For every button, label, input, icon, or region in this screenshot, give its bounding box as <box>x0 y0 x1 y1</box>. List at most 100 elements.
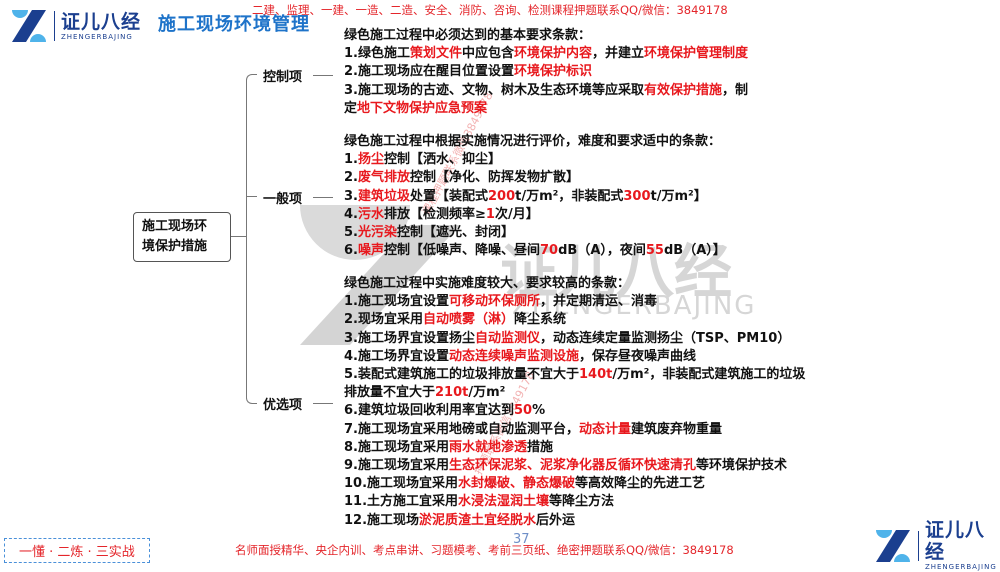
text-segment: ，动态连续定量监测扬尘（TSP、PM10） <box>540 330 791 346</box>
highlighted-text: 雨水就地渗透 <box>448 439 527 455</box>
highlighted-text: 生态环保泥浆、泥浆净化器反循环快速清孔 <box>448 458 696 474</box>
bottom-promo-banner: 名师面授精华、央企内训、考点串讲、习题模考、考前三页纸、绝密押题联系QQ/微信：… <box>235 543 734 557</box>
highlighted-text: 光污染 <box>357 225 397 241</box>
text-segment: 建筑废弃物重量 <box>631 421 723 437</box>
highlighted-text: 环境保护标识 <box>513 64 592 80</box>
highlighted-text: 有效保护措施 <box>643 82 722 98</box>
text-segment: 控制【遮光、封闭】 <box>397 225 515 241</box>
text-segment: dB（A），夜间 <box>558 243 646 259</box>
background-watermark: 证儿八经 ZHENGERBAJING <box>290 205 754 345</box>
top-promo-banner: 二建、监理、一建、一造、二造、安全、消防、咨询、检测课程押题联系QQ/微信：38… <box>252 3 728 17</box>
logo-cn: 证儿八经 <box>61 10 142 33</box>
logo-divider <box>918 530 919 561</box>
text-segment: 4.施工场界宜设置 <box>344 348 449 364</box>
highlighted-text: 140t <box>578 367 613 383</box>
text-segment: 1.绿色施工 <box>344 46 410 62</box>
general-items-content: 绿色施工过程中根据实施情况进行评价，难度和要求适中的条款： 1.扬尘控制【洒水、抑… <box>344 133 726 260</box>
list-item: 6.噪声控制【低噪声、降噪、昼间70dB（A），夜间55dB（A）】 <box>344 242 726 260</box>
list-item: 6.建筑垃圾回收利用率宜达到50% <box>344 402 805 420</box>
text-segment: 6.建筑垃圾回收利用率宜达到 <box>344 403 514 419</box>
highlighted-text: 55 <box>645 243 664 259</box>
text-segment: 11.土方施工宜采用 <box>344 494 459 510</box>
text-segment: 12.施工现场 <box>344 512 420 528</box>
branch-preferred-items[interactable]: 优选项 <box>263 398 303 413</box>
text-segment: /万m²，非装配式建筑施工的垃圾 <box>612 367 806 383</box>
list-item: 3.施工场界宜设置扬尘自动监测仪，动态连续定量监测扬尘（TSP、PM10） <box>344 330 805 348</box>
text-segment: 等降尘方法 <box>549 494 615 510</box>
highlighted-text: 50 <box>513 403 533 419</box>
list-item: 4.施工场界宜设置动态连续噪声监测设施，保存昼夜噪声曲线 <box>344 348 805 366</box>
root-connector <box>231 236 247 237</box>
root-line-1: 施工现场环 <box>142 219 208 234</box>
highlighted-text: 策划文件 <box>409 46 462 62</box>
highlighted-text: 淤泥质渣土宜经脱水 <box>419 512 537 528</box>
text-segment: 3.施工场界宜设置扬尘 <box>344 330 475 346</box>
text-segment: 1.施工现场宜设置 <box>344 294 449 310</box>
branch-control-connector <box>313 75 333 76</box>
highlighted-text: 噪声 <box>357 243 384 259</box>
highlighted-text: 废气排放 <box>357 170 410 186</box>
text-segment: 处置【装配式 <box>410 188 489 204</box>
text-segment: 1. <box>344 152 358 168</box>
text-segment: ，并定期清运、消毒 <box>540 294 658 310</box>
highlighted-text: 自动监测仪 <box>474 330 540 346</box>
branch-control-items[interactable]: 控制项 <box>263 70 303 85</box>
branch-general-items[interactable]: 一般项 <box>263 192 303 207</box>
highlighted-text: 环境保护管理制度 <box>644 46 749 62</box>
list-item: 12.施工现场淤泥质渣土宜经脱水后外运 <box>344 512 805 530</box>
text-segment: 9.施工现场宜采用 <box>344 458 449 474</box>
text-segment: ，保存昼夜噪声曲线 <box>579 348 697 364</box>
text-segment: 3. <box>344 188 358 204</box>
watermark-logo-icon <box>300 205 460 345</box>
branch-general-connector <box>313 197 333 198</box>
header-logo: 证儿八经 ZHENGERBAJING <box>10 8 141 44</box>
watermark-en: ZHENGERBAJING <box>512 291 757 321</box>
branch-intro: 绿色施工过程中实施难度较大、要求较高的条款： <box>344 276 631 291</box>
text-segment: ，制 <box>722 82 749 98</box>
text-segment: 2.现场宜采用 <box>344 312 423 328</box>
root-line-2: 境保护措施 <box>142 239 208 254</box>
mindmap-root-node[interactable]: 施工现场环 境保护措施 <box>133 212 231 262</box>
text-segment: 排放量不宜大于 <box>344 385 436 401</box>
control-items-content: 绿色施工过程中必须达到的基本要求条款：1.绿色施工策划文件中应包含环境保护内容，… <box>344 27 748 118</box>
list-item: 2.现场宜采用自动喷雾（淋）降尘系统 <box>344 311 805 329</box>
highlighted-text: 动态计量 <box>578 421 631 437</box>
text-segment: 控制【低噪声、降噪、昼间 <box>384 243 541 259</box>
logo-en: ZHENGERBAJING <box>61 32 133 41</box>
text-segment: /万m² <box>468 385 506 401</box>
highlighted-text: 可移动环保厕所 <box>448 294 540 310</box>
text-segment: 中应包含 <box>462 46 515 62</box>
text-segment: 排放【检测频率≥ <box>384 206 486 222</box>
highlighted-text: 环境保护内容 <box>514 46 593 62</box>
text-segment: 2.施工现场应在醒目位置设置 <box>344 64 514 80</box>
preferred-items-content: 绿色施工过程中实施难度较大、要求较高的条款： 1.施工现场宜设置可移动环保厕所，并… <box>344 275 805 530</box>
list-item: 1.扬尘控制【洒水、抑尘】 <box>344 151 726 169</box>
list-item: 8.施工现场宜采用雨水就地渗透措施 <box>344 439 805 457</box>
text-segment: 5. <box>344 225 358 241</box>
page-title: 施工现场环境管理 <box>158 14 310 35</box>
bracket-tick-general <box>247 196 257 197</box>
text-segment: 4. <box>344 206 358 222</box>
text-segment: t/万m²】 <box>650 188 707 204</box>
text-segment: 7.施工现场宜采用地磅或自动监测平台， <box>344 421 579 437</box>
logo-divider <box>54 11 55 41</box>
logo-en: ZHENGERBAJING <box>924 563 997 571</box>
text-segment: 5.装配式建筑施工的垃圾排放量不宜大于 <box>344 367 579 383</box>
logo-cn: 证儿八经 <box>924 519 985 563</box>
list-item: 7.施工现场宜采用地磅或自动监测平台，动态计量建筑废弃物重量 <box>344 421 805 439</box>
list-item: 5.装配式建筑施工的垃圾排放量不宜大于140t/万m²，非装配式建筑施工的垃圾 <box>344 366 805 384</box>
highlighted-text: 200 <box>488 188 516 204</box>
list-item: 1.施工现场宜设置可移动环保厕所，并定期清运、消毒 <box>344 293 805 311</box>
text-segment: 定 <box>344 100 358 116</box>
list-item: 4.污水排放【检测频率≥1次/月】 <box>344 206 726 224</box>
text-segment: 控制【净化、防挥发物扩散】 <box>410 170 580 186</box>
text-segment: 6. <box>344 243 358 259</box>
branch-bracket <box>246 74 257 404</box>
branch-intro: 绿色施工过程中根据实施情况进行评价，难度和要求适中的条款： <box>344 134 722 149</box>
text-segment: 3.施工现场的古迹、文物、树木及生态环境等应采取 <box>344 82 644 98</box>
list-item: 10.施工现场宜采用水封爆破、静态爆破等高效降尘的先进工艺 <box>344 475 805 493</box>
footer-logo: 证儿八经 ZHENGERBAJING <box>874 519 1000 572</box>
list-item: 2.施工现场应在醒目位置设置环境保护标识 <box>344 63 748 81</box>
highlighted-text: 地下文物保护应急预案 <box>357 100 488 116</box>
watermark-cn: 证儿八经 <box>500 238 733 306</box>
